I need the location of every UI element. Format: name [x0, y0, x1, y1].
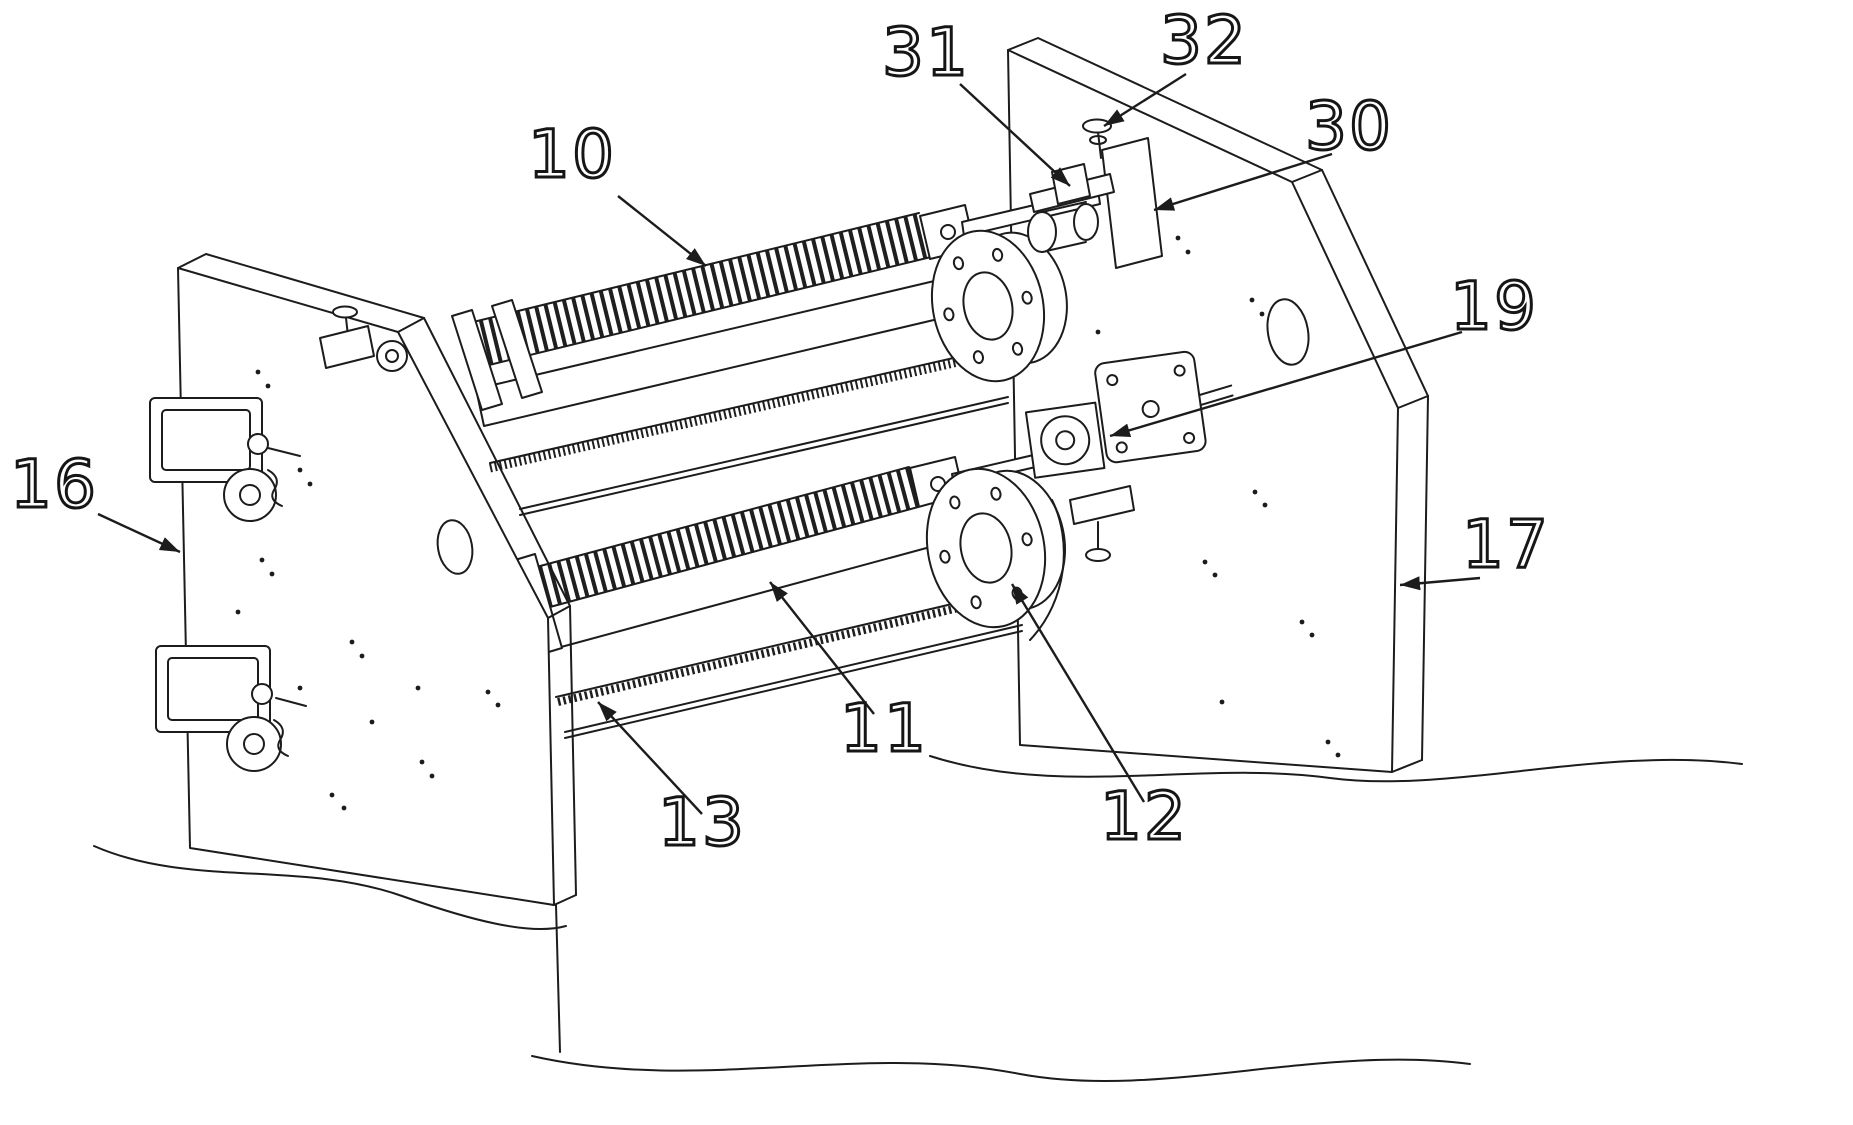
ref-label-10: 10	[527, 116, 616, 193]
coil-roller-top	[468, 189, 1101, 368]
ref-label-12: 12	[1099, 778, 1188, 855]
left-hand-knob	[319, 305, 408, 372]
leader-32	[1103, 72, 1187, 128]
leader-11	[769, 581, 875, 715]
clamp-cylinder	[1027, 201, 1099, 253]
ref-label-16: 16	[9, 446, 98, 523]
adjuster-bracket	[1029, 118, 1163, 269]
leader-30	[1153, 152, 1333, 212]
right-plate-holes	[1095, 235, 1341, 758]
ref-label-13: 13	[657, 784, 746, 861]
roller-assemblies	[451, 118, 1234, 739]
leader-13	[597, 701, 703, 815]
hand-knob	[1082, 118, 1112, 159]
ref-label-30: 30	[1304, 88, 1393, 165]
leader-19	[1109, 330, 1463, 438]
guide-rod-upper	[519, 396, 1009, 516]
ref-label-32: 32	[1159, 2, 1248, 79]
leader-31	[959, 83, 1071, 187]
ref-label-31: 31	[881, 14, 970, 91]
drive-motor-lower	[155, 645, 307, 772]
motor-mount-knob	[1069, 485, 1135, 562]
left-plate-hardware	[149, 305, 408, 772]
leader-lines	[97, 72, 1481, 815]
break-lines	[93, 755, 1743, 1082]
lead-screw-upper	[489, 346, 1003, 473]
leader-16	[97, 512, 181, 554]
leader-17	[1399, 576, 1481, 591]
bracket-plate	[1101, 137, 1163, 269]
guide-rod-lower	[564, 624, 1023, 739]
leader-10	[617, 195, 707, 267]
left-plate-holes	[235, 369, 501, 811]
leader-12	[1010, 583, 1146, 803]
right-side-plate	[1007, 37, 1429, 773]
slide-block	[1051, 163, 1091, 205]
flange-disc-upper	[930, 229, 1068, 383]
ref-label-11: 11	[839, 690, 928, 767]
drive-motor-upper	[149, 397, 301, 522]
ref-label-17: 17	[1461, 506, 1550, 583]
ref-label-19: 19	[1449, 268, 1538, 345]
toothed-rack	[555, 588, 1019, 706]
